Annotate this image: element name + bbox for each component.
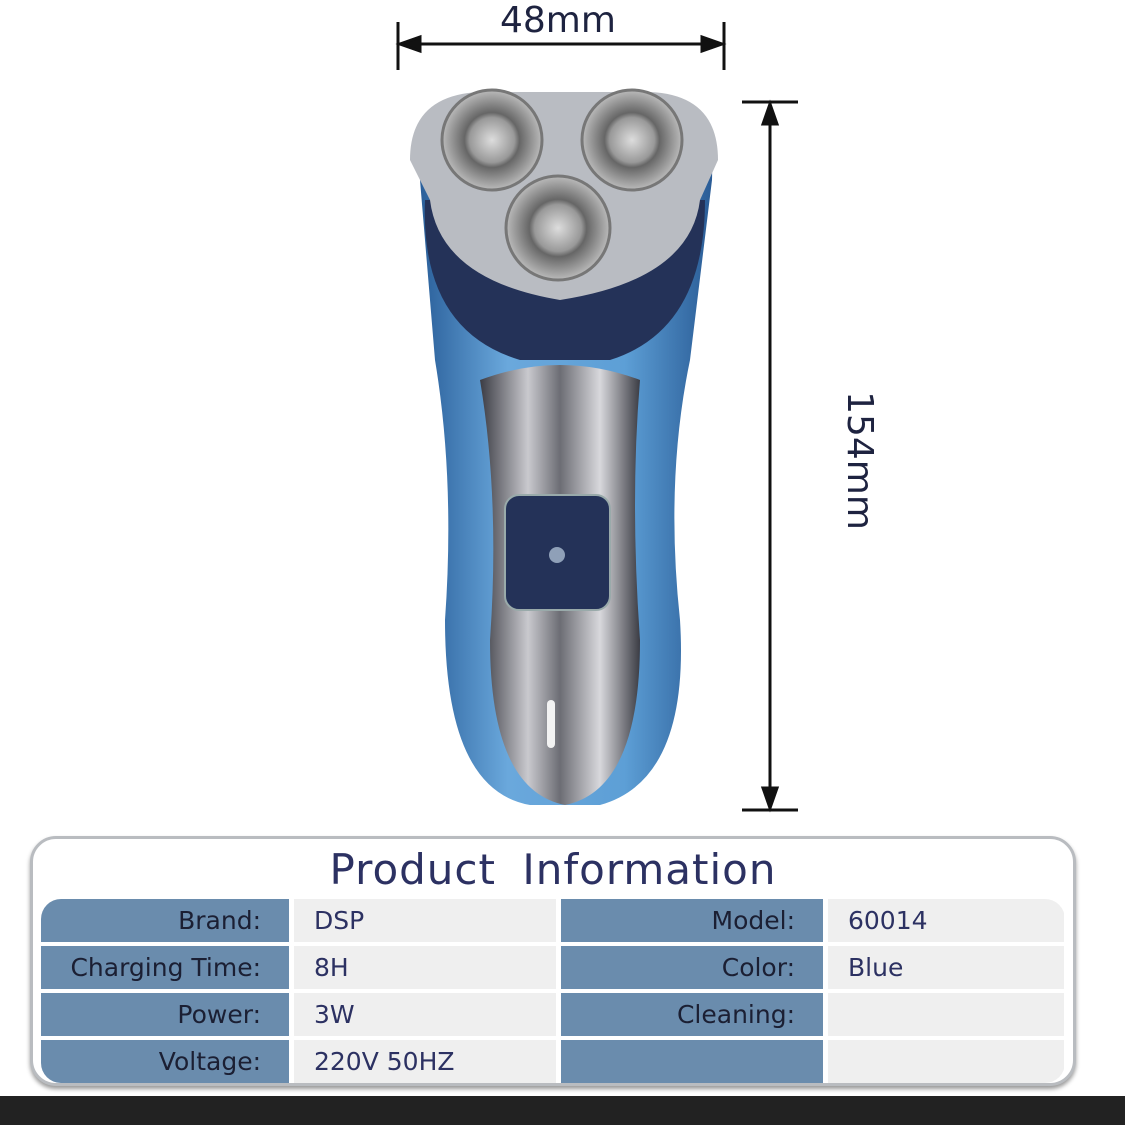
label-color: Color: xyxy=(561,946,823,989)
value-empty xyxy=(828,1040,1064,1083)
label-charging-time: Charging Time: xyxy=(41,946,289,989)
label-empty xyxy=(561,1040,823,1083)
value-cleaning xyxy=(828,993,1064,1036)
shaver-illustration xyxy=(395,22,798,813)
label-cleaning: Cleaning: xyxy=(561,993,823,1036)
shaving-head-bottom xyxy=(504,174,612,282)
label-model: Model: xyxy=(561,899,823,942)
product-info-title: Product Information xyxy=(329,845,777,894)
value-power: 3W xyxy=(294,993,556,1036)
width-dimension-line xyxy=(395,22,727,70)
product-info-table: Brand: DSP Model: 60014 Charging Time: 8… xyxy=(41,899,1065,1083)
product-info-panel: Product Information Brand: DSP Model: 60… xyxy=(30,836,1076,1086)
label-voltage: Voltage: xyxy=(41,1040,289,1083)
value-charging-time: 8H xyxy=(294,946,556,989)
label-brand: Brand: xyxy=(41,899,289,942)
value-voltage: 220V 50HZ xyxy=(294,1040,556,1083)
label-power: Power: xyxy=(41,993,289,1036)
shaving-head-left xyxy=(440,88,544,192)
width-label: 48mm xyxy=(500,0,616,41)
bottom-bar xyxy=(0,1096,1125,1125)
height-label: 154mm xyxy=(838,391,880,530)
height-dimension-line xyxy=(742,99,798,813)
shaving-head-right xyxy=(580,88,684,192)
value-color: Blue xyxy=(828,946,1064,989)
value-model: 60014 xyxy=(828,899,1064,942)
value-brand: DSP xyxy=(294,899,556,942)
